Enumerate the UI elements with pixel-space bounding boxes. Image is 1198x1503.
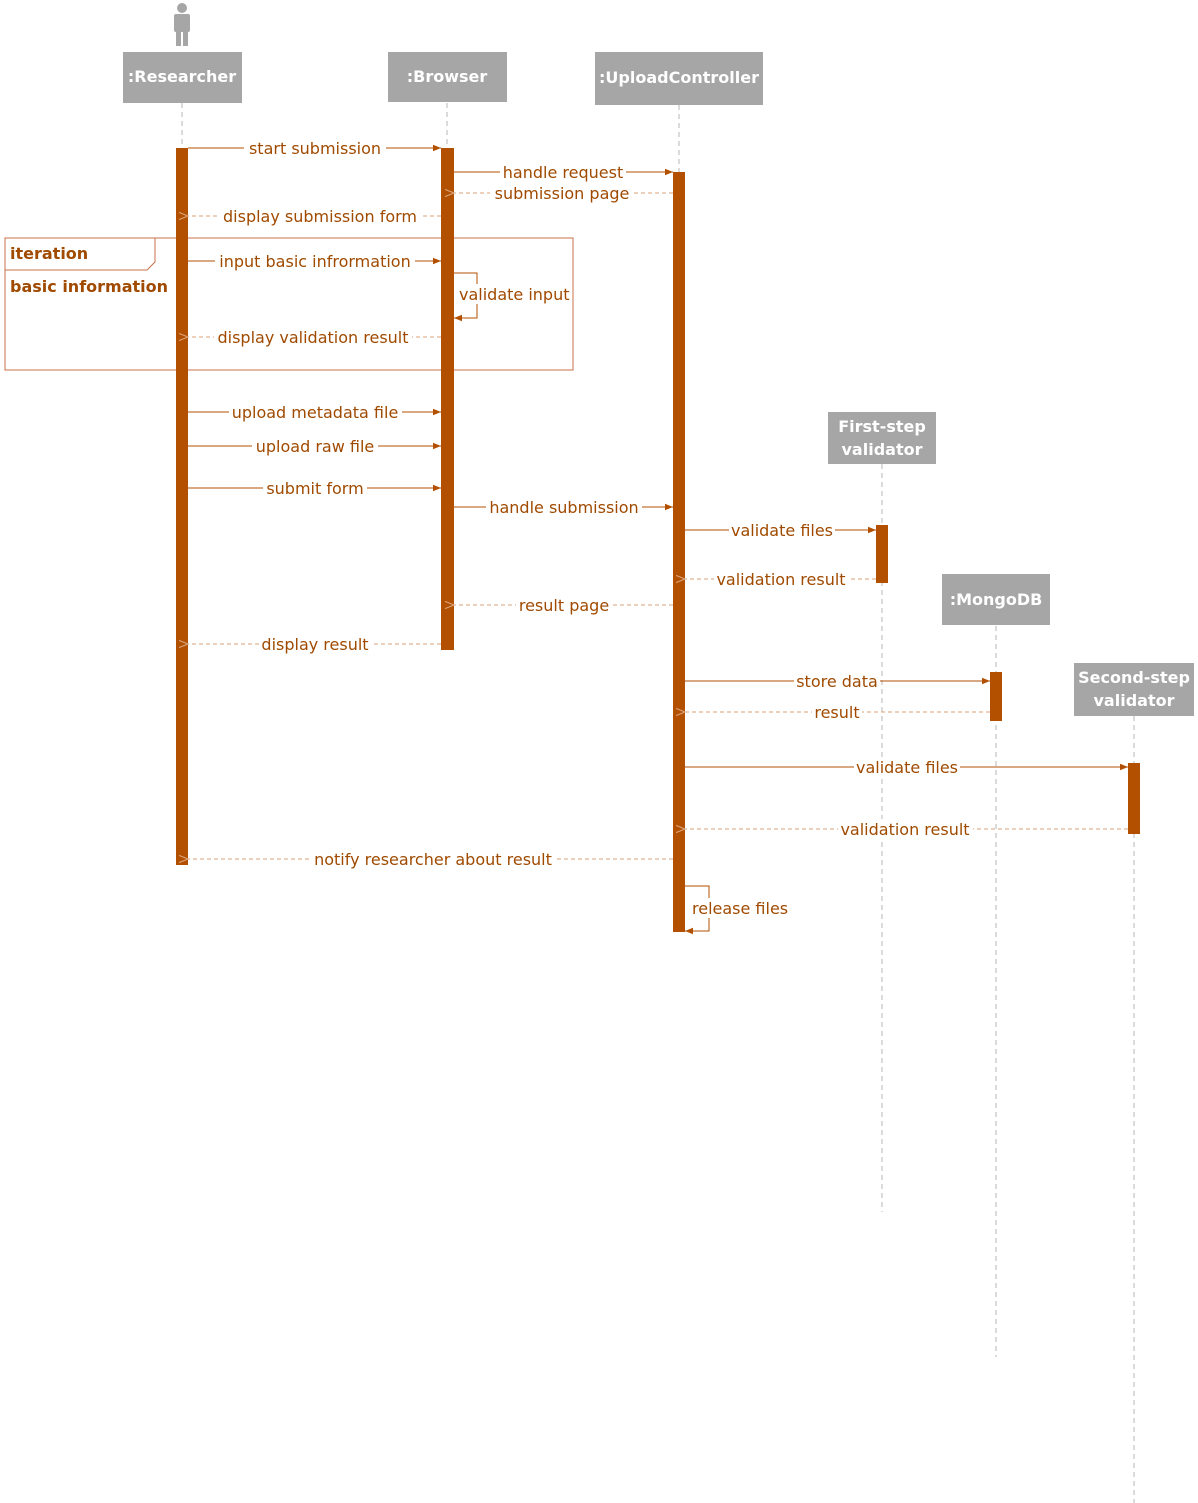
message-label: result page [519, 596, 609, 615]
message-label: handle request [503, 163, 623, 182]
message-label: notify researcher about result [314, 850, 552, 869]
message-upload-metadata-file: upload metadata file [188, 402, 441, 422]
message-start-submission: start submission [188, 138, 441, 158]
participant-first-step-label-1: First-step [838, 417, 926, 436]
message-label: upload raw file [256, 437, 375, 456]
actor-icon [174, 3, 190, 46]
message-label: validate files [856, 758, 958, 777]
message-label: validate input [459, 285, 569, 304]
message-upload-raw-file: upload raw file [188, 436, 441, 456]
message-label: validate files [731, 521, 833, 540]
message-label: result [814, 703, 859, 722]
message-validation-result-first: validation result [685, 569, 876, 589]
message-label: validation result [840, 820, 969, 839]
participant-upload-controller-label: :UploadController [599, 68, 759, 87]
message-result: result [685, 702, 990, 722]
participant-first-step-label-2: validator [842, 440, 923, 459]
frame-operator-label: iteration [10, 244, 88, 263]
message-display-result: display result [188, 634, 441, 654]
message-store-data: store data [685, 671, 990, 691]
message-validate-files-second: validate files [685, 757, 1128, 777]
message-label: submission page [495, 184, 630, 203]
participant-browser-label: :Browser [407, 67, 488, 86]
message-label: display validation result [217, 328, 408, 347]
activation-researcher [176, 148, 188, 865]
message-label: start submission [249, 139, 381, 158]
message-submit-form: submit form [188, 478, 441, 498]
message-result-page: result page [454, 595, 673, 615]
message-label: upload metadata file [232, 403, 399, 422]
participant-upload-controller: :UploadController [595, 52, 763, 105]
message-submission-page: submission page [454, 183, 673, 203]
frame-guard-label: basic information [10, 277, 168, 296]
message-label: handle submission [489, 498, 638, 517]
participant-browser: :Browser [388, 52, 507, 102]
message-notify-researcher: notify researcher about result [188, 849, 673, 869]
message-handle-request: handle request [454, 162, 673, 182]
participant-second-step-label-2: validator [1094, 691, 1175, 710]
message-display-validation-result: display validation result [188, 327, 441, 347]
participant-second-step-label-1: Second-step [1078, 668, 1190, 687]
activation-upload-controller [673, 172, 685, 932]
participant-mongodb: :MongoDB [942, 574, 1050, 625]
activation-second-step-validator [1128, 763, 1140, 834]
participant-researcher-label: :Researcher [128, 67, 236, 86]
message-label: display submission form [223, 207, 417, 226]
activation-mongodb [990, 672, 1002, 721]
message-validation-result-second: validation result [685, 819, 1128, 839]
message-input-basic-information: input basic infrormation [188, 251, 441, 271]
message-handle-submission: handle submission [454, 497, 673, 517]
activation-first-step-validator [876, 525, 888, 583]
participant-mongodb-label: :MongoDB [950, 590, 1043, 609]
message-validate-files-first: validate files [685, 520, 876, 540]
iteration-frame: iteration basic information [4, 237, 574, 371]
message-label: submit form [266, 479, 363, 498]
participant-second-step-validator: Second-step validator [1074, 663, 1194, 716]
message-label: validation result [716, 570, 845, 589]
participant-researcher: :Researcher [123, 52, 242, 103]
message-validate-input: validate input [454, 272, 571, 322]
message-label: display result [261, 635, 368, 654]
message-release-files: release files [685, 885, 790, 935]
message-label: store data [796, 672, 878, 691]
message-label: release files [692, 899, 788, 918]
activation-browser [441, 148, 454, 650]
participant-first-step-validator: First-step validator [828, 412, 936, 464]
message-display-submission-form: display submission form [188, 206, 441, 226]
message-label: input basic infrormation [219, 252, 410, 271]
